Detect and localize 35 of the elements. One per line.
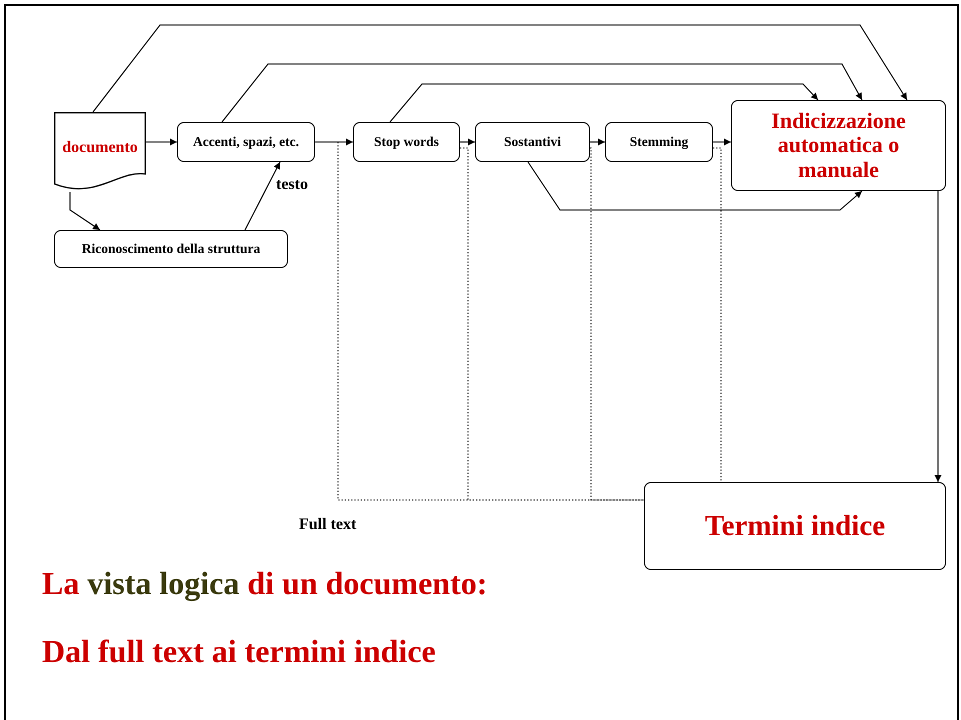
slide-title: La xyxy=(42,565,80,602)
arrow xyxy=(713,138,731,146)
process-box xyxy=(177,122,315,162)
arrow xyxy=(315,138,353,146)
process-box xyxy=(644,482,946,570)
process-box xyxy=(475,122,590,162)
slide-title: di un documento: xyxy=(247,565,488,602)
axis-label: Full text xyxy=(299,516,356,534)
node-label: Termini indice xyxy=(704,510,886,542)
arrow xyxy=(146,138,177,146)
process-box xyxy=(54,230,288,268)
arrow xyxy=(934,191,942,482)
dotted-line xyxy=(589,147,644,501)
arrow xyxy=(69,192,100,230)
node-label: documento xyxy=(62,139,138,157)
node-label: Stemming xyxy=(630,134,688,150)
node-label: Accenti, spazi, etc. xyxy=(192,134,300,150)
arrow xyxy=(460,138,475,146)
arrow xyxy=(222,63,862,122)
process-box xyxy=(731,100,946,191)
slide-subtitle: Dal full text ai termini indice xyxy=(42,633,436,670)
process-box xyxy=(605,122,713,162)
node-label: Riconoscimento della struttura xyxy=(82,241,260,257)
dotted-line xyxy=(460,147,644,501)
arrow xyxy=(590,138,605,146)
node-label: Stop words xyxy=(374,134,439,150)
node-label: Indicizzazione automatica o manuale xyxy=(771,108,906,182)
slide-title: vista logica xyxy=(87,565,240,602)
arrow xyxy=(528,162,862,211)
process-box xyxy=(353,122,460,162)
node-label: Sostantivi xyxy=(504,134,561,150)
arrow xyxy=(390,83,818,122)
arrow xyxy=(92,24,908,112)
arrow xyxy=(244,162,280,230)
dotted-line xyxy=(713,147,722,482)
